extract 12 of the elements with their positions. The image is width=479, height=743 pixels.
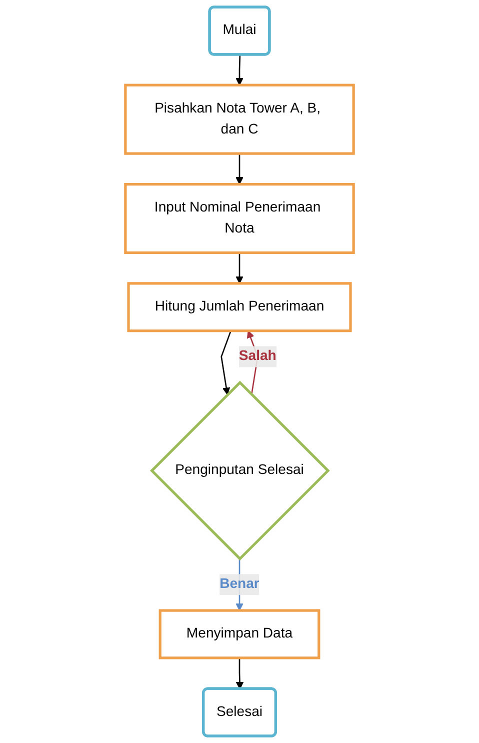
node-box: Input Nominal Penerimaan Nota	[124, 182, 355, 254]
arrow	[236, 252, 244, 284]
arrow	[220, 330, 232, 395]
node-box: Pisahkan Nota Tower A, B, dan C	[124, 84, 355, 155]
arrow	[236, 54, 244, 86]
edge-label: Salah	[238, 348, 276, 364]
arrow	[236, 154, 244, 185]
arrow	[236, 658, 244, 690]
node-box: Hitung Jumlah Penerimaan	[127, 282, 352, 332]
edge-label: Benar	[220, 576, 260, 592]
node-box: Menyimpan Data	[158, 609, 320, 660]
node-diamond: Penginputan Selesai	[150, 380, 330, 561]
